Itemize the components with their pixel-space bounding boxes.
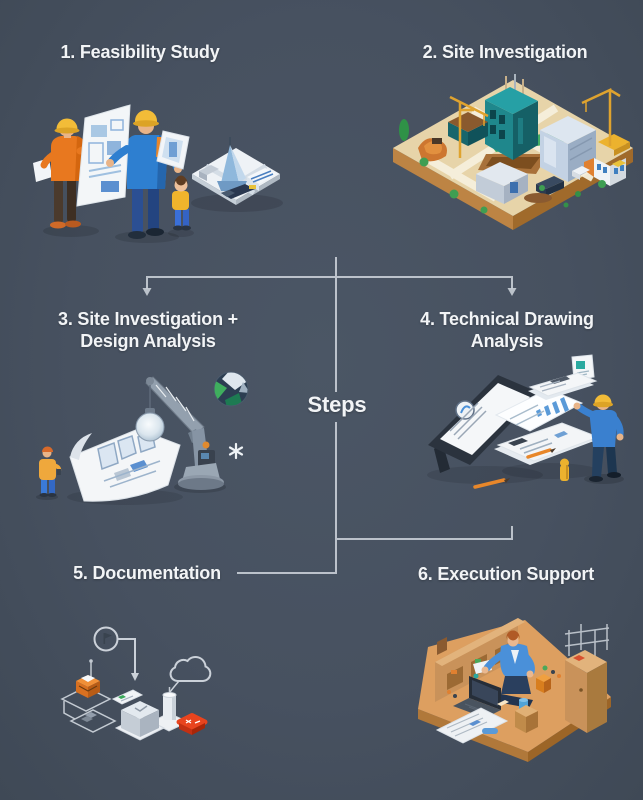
pencil-icon xyxy=(526,448,552,459)
step-1-title: 1. Feasibility Study xyxy=(60,41,219,63)
scaffold-icon xyxy=(564,624,610,656)
step-1-label: 1. Feasibility Study xyxy=(60,42,220,62)
crane-left-icon xyxy=(449,95,489,158)
illustration-design-analysis xyxy=(36,371,249,505)
observer-figure xyxy=(39,446,62,497)
top-branch-line xyxy=(146,276,513,289)
illustration-site-investigation xyxy=(393,74,633,230)
floor-items xyxy=(447,665,561,734)
flag-node-icon xyxy=(103,633,112,644)
arrow-down-left-icon xyxy=(142,288,152,296)
large-blueprint-sheet xyxy=(76,104,131,207)
blueprint-car xyxy=(130,460,148,472)
globe-icon xyxy=(213,371,249,407)
flow-arrow-line xyxy=(117,638,136,673)
step-6-label: 6. Execution Support xyxy=(417,564,595,584)
site-model-icon xyxy=(192,137,280,205)
soil-bin-shed xyxy=(448,112,488,146)
crane-operator xyxy=(202,441,210,449)
ground-drawing-sheet xyxy=(494,422,600,465)
child-figure xyxy=(172,175,191,231)
cloud-icon xyxy=(169,656,212,682)
step-4-label-line1: 4. Technical Drawing xyxy=(420,309,594,329)
dirt-pile xyxy=(418,138,447,162)
step-3-label-line1: 3. Site Investigation + xyxy=(58,309,238,329)
arrow-head-down-icon xyxy=(131,673,139,681)
step-3-title: 3. Site Investigation + Design Analysis xyxy=(58,308,238,352)
storage-box-icon xyxy=(114,701,166,741)
brick-pad-icon xyxy=(69,709,117,733)
step-6-title: 6. Execution Support xyxy=(418,563,594,585)
illustration-execution-support xyxy=(418,618,611,762)
illustration-documentation xyxy=(60,626,212,741)
trees xyxy=(399,119,606,214)
hydrant-icon xyxy=(560,458,569,481)
illustration-technical-drawing xyxy=(427,354,624,489)
compass-logo-icon xyxy=(455,400,475,420)
step-3-label-line2: Design Analysis xyxy=(80,331,216,351)
center-steps-label: Steps xyxy=(307,392,367,417)
engineer-blue-figure xyxy=(127,110,182,239)
pdf-badge-icon xyxy=(176,713,208,735)
magnifier-ball-icon xyxy=(135,412,165,442)
illustration-feasibility-study xyxy=(33,104,283,243)
step-4-title: 4. Technical Drawing Analysis xyxy=(420,308,594,352)
floating-document-stack xyxy=(528,372,598,400)
map-card-icon xyxy=(111,689,144,705)
engineer-blue-arm xyxy=(108,145,131,165)
step-2-title: 2. Site Investigation xyxy=(423,41,588,63)
pencil-icon xyxy=(473,478,506,489)
step-4-label-line2: Analysis xyxy=(470,331,544,351)
step-5-title: 5. Documentation xyxy=(73,562,221,584)
document-sheet xyxy=(435,707,509,744)
asterisk-mark xyxy=(228,442,244,460)
right-branch-line xyxy=(336,526,513,540)
cabinet xyxy=(565,650,607,733)
teal-building xyxy=(485,74,538,160)
crane-right-icon xyxy=(581,88,621,146)
gray-shed xyxy=(476,162,528,204)
small-plan-sheet xyxy=(156,130,190,170)
arrow-down-right-icon xyxy=(507,288,517,296)
inspection-crane-icon xyxy=(135,376,224,490)
step-5-label: 5. Documentation xyxy=(73,563,221,583)
flowchart-node-circle xyxy=(93,626,119,652)
engineer-figure xyxy=(573,394,624,482)
center-line-bottom xyxy=(237,422,337,574)
scanner-device-icon xyxy=(60,659,112,712)
drafting-board xyxy=(428,375,584,473)
floorplan-sheet xyxy=(69,428,181,502)
page-curl xyxy=(70,433,92,460)
step-2-label: 2. Site Investigation xyxy=(422,42,588,62)
